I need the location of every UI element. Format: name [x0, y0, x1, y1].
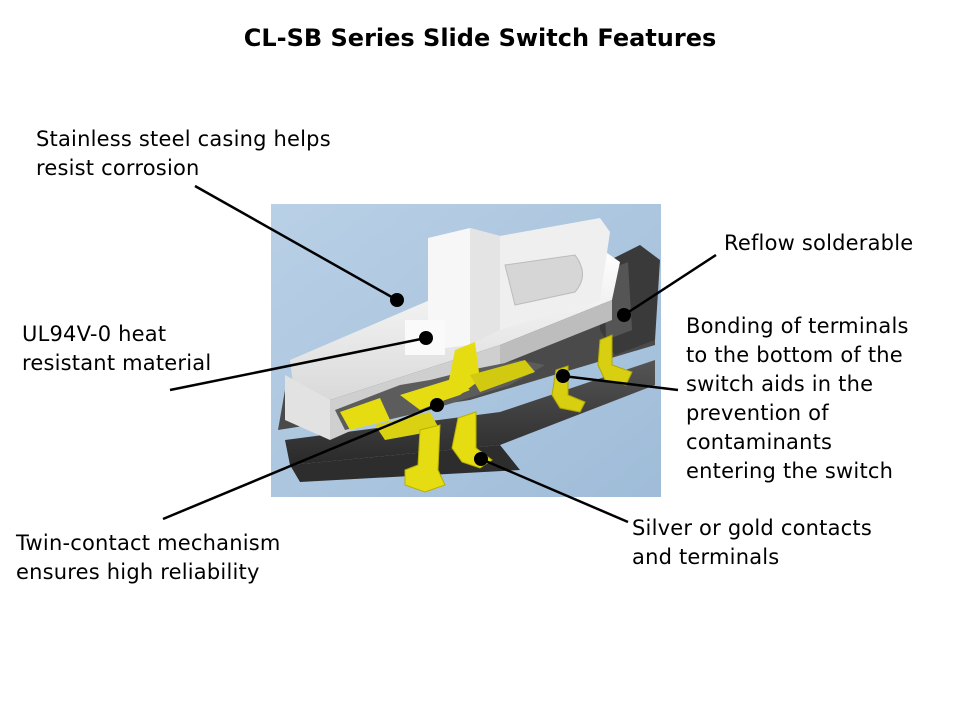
callout-bonding: Bonding of terminals to the bottom of th… [686, 314, 909, 483]
casing-pointer-line [194, 184, 398, 302]
material-pointer-dot [419, 331, 433, 345]
callout-contacts: Silver or gold contacts and terminals [632, 516, 872, 569]
callout-material: UL94V-0 heat resistant material [22, 322, 212, 375]
page-title: CL-SB Series Slide Switch Features [243, 24, 717, 52]
callout-twin-contact: Twin-contact mechanism ensures high reli… [16, 531, 281, 584]
twin-pointer-line [162, 403, 438, 521]
rear-terminal-right [597, 334, 633, 386]
reflow-pointer-line [623, 253, 717, 317]
callout-reflow: Reflow solderable [724, 231, 914, 255]
contacts-pointer-line [480, 457, 629, 524]
bonding-pointer-dot [556, 369, 570, 383]
reflow-pointer-dot [617, 308, 631, 322]
bonding-pointer-line [562, 374, 679, 392]
callout-casing: Stainless steel casing helps resist corr… [36, 127, 331, 180]
contacts-pointer-dot [474, 452, 488, 466]
twin-pointer-dot [430, 398, 444, 412]
front-terminal-left [404, 424, 446, 493]
casing-pointer-dot [390, 293, 404, 307]
material-pointer-line [169, 336, 427, 392]
